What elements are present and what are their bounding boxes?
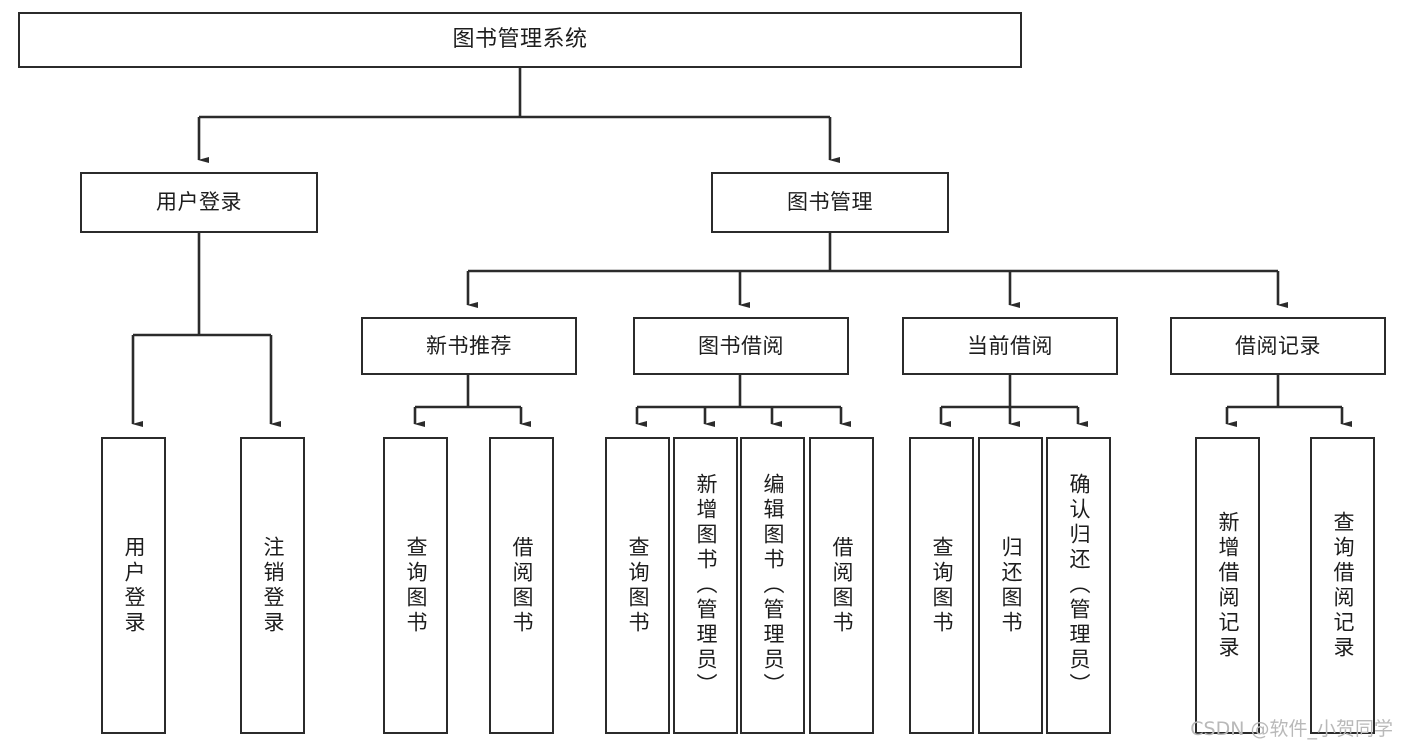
node-label: 新增图书（管理员） [694,473,718,698]
node-label: 查询图书 [626,535,650,636]
leaf-return-books[interactable]: 归还图书 [978,437,1043,734]
leaf-query-borrow-record[interactable]: 查询借阅记录 [1310,437,1375,734]
leaf-query-books-current[interactable]: 查询图书 [909,437,974,734]
node-label: 图书管理 [787,190,873,215]
node-label: 用户登录 [156,190,242,215]
node-borrow-record[interactable]: 借阅记录 [1170,317,1386,375]
leaf-query-books-borrow[interactable]: 查询图书 [605,437,670,734]
node-new-book-recommendation[interactable]: 新书推荐 [361,317,577,375]
node-label: 注销登录 [261,535,285,636]
node-label: 查询借阅记录 [1331,510,1355,661]
leaf-logout[interactable]: 注销登录 [240,437,305,734]
watermark-text: CSDN @软件_小贺同学 [1190,718,1393,740]
leaf-add-book-admin[interactable]: 新增图书（管理员） [673,437,738,734]
leaf-borrow-books-recommend[interactable]: 借阅图书 [489,437,554,734]
node-label: 借阅记录 [1235,333,1321,358]
node-label: 用户登录 [122,535,146,636]
node-label: 编辑图书（管理员） [761,473,785,698]
node-root-book-management-system[interactable]: 图书管理系统 [18,12,1022,68]
node-label: 当前借阅 [967,333,1053,358]
leaf-borrow-books[interactable]: 借阅图书 [809,437,874,734]
node-label: 图书借阅 [698,333,784,358]
node-user-login[interactable]: 用户登录 [80,172,318,233]
leaf-user-login[interactable]: 用户登录 [101,437,166,734]
node-current-borrow[interactable]: 当前借阅 [902,317,1118,375]
leaf-query-books-recommend[interactable]: 查询图书 [383,437,448,734]
node-label: 查询图书 [404,535,428,636]
node-book-management[interactable]: 图书管理 [711,172,949,233]
leaf-confirm-return-admin[interactable]: 确认归还（管理员） [1046,437,1111,734]
node-label: 查询图书 [930,535,954,636]
node-label: 确认归还（管理员） [1067,473,1091,698]
node-label: 归还图书 [999,535,1023,636]
leaf-edit-book-admin[interactable]: 编辑图书（管理员） [740,437,805,734]
node-label: 借阅图书 [830,535,854,636]
node-label: 新增借阅记录 [1216,510,1240,661]
node-label: 借阅图书 [510,535,534,636]
node-book-borrow[interactable]: 图书借阅 [633,317,849,375]
node-label: 图书管理系统 [452,27,588,53]
leaf-add-borrow-record[interactable]: 新增借阅记录 [1195,437,1260,734]
node-label: 新书推荐 [426,333,512,358]
